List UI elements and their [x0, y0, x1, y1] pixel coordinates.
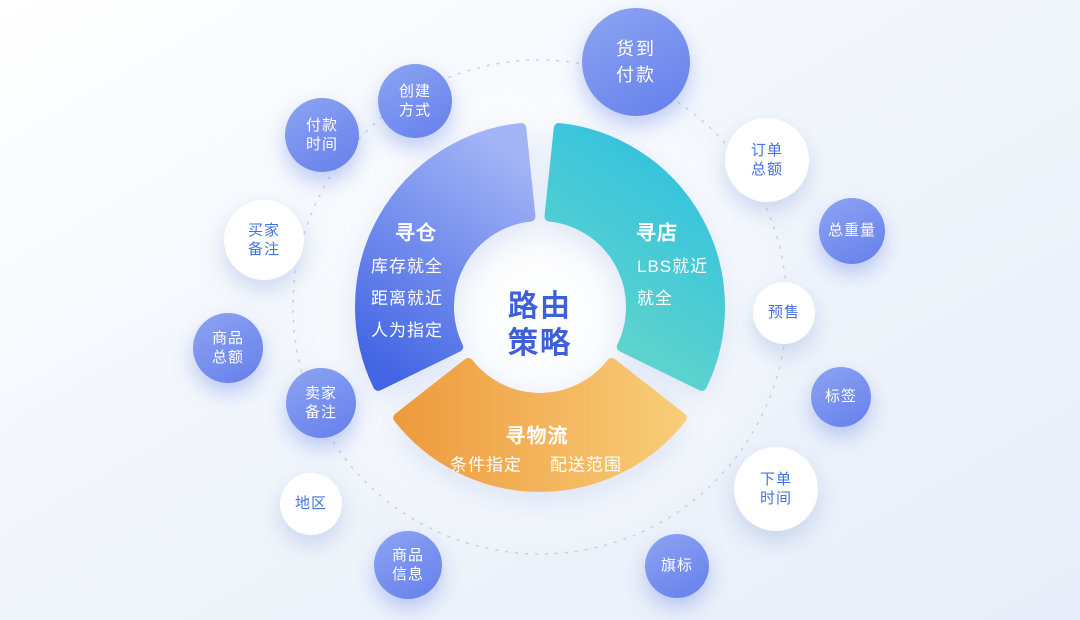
segment-store-item: 就全 — [637, 289, 673, 308]
segment-warehouse-item: 距离就近 — [371, 289, 443, 308]
bubble-total-weight: 总重量 — [819, 198, 885, 264]
bubble-payment-time: 付款 时间 — [285, 98, 359, 172]
segment-store-items: LBS就近 就全 — [637, 251, 708, 315]
segment-logistics-arc — [393, 358, 687, 492]
segment-logistics-items: 条件指定 配送范围 — [450, 451, 622, 476]
bubble-create-method: 创建 方式 — [378, 64, 452, 138]
segment-store-title: 寻店 — [636, 222, 678, 245]
center-title: 路由 策略 — [508, 290, 572, 360]
bubble-product-info: 商品 信息 — [374, 531, 442, 599]
segment-warehouse-title: 寻仓 — [395, 222, 437, 245]
bubble-presale: 预售 — [753, 282, 815, 344]
bubble-order-total: 订单 总额 — [725, 118, 809, 202]
bubble-product-total: 商品 总额 — [193, 313, 263, 383]
segment-logistics-title: 寻物流 — [505, 425, 569, 448]
bubble-region: 地区 — [280, 473, 342, 535]
segment-logistics-item: 配送范围 — [550, 455, 622, 475]
segment-logistics-item: 条件指定 — [450, 455, 522, 475]
segment-store-arc — [544, 123, 725, 391]
segment-warehouse-item: 人为指定 — [371, 321, 443, 340]
segment-warehouse-arc — [355, 123, 536, 391]
bubble-order-time: 下单 时间 — [734, 447, 818, 531]
bubble-buyer-note: 买家 备注 — [224, 200, 304, 280]
segment-store-item: LBS就近 — [637, 257, 709, 276]
segment-warehouse-item: 库存就全 — [371, 257, 443, 276]
bubble-tag: 标签 — [811, 367, 871, 427]
bubble-flag: 旗标 — [645, 534, 709, 598]
segment-warehouse-items: 库存就全 距离就近 人为指定 — [371, 251, 443, 347]
bubble-seller-note: 卖家 备注 — [286, 368, 356, 438]
bubble-cash-on-delivery: 货到 付款 — [582, 8, 690, 116]
